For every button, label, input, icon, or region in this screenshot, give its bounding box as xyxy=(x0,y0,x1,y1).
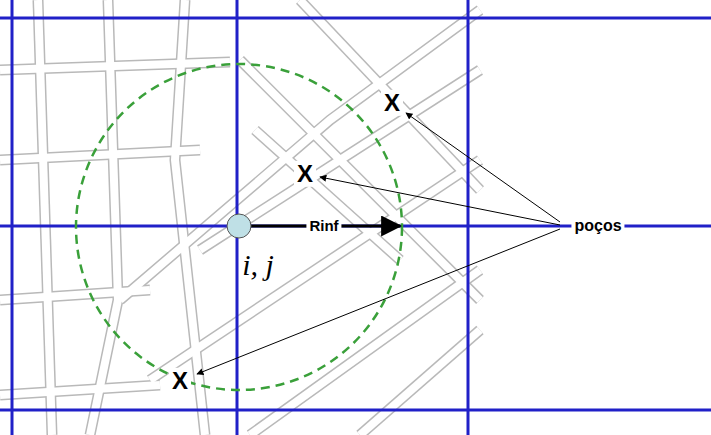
influence-circle xyxy=(76,64,402,390)
well-mark: X xyxy=(381,90,403,116)
cell-index: i, j xyxy=(239,248,277,281)
well-mark: X xyxy=(169,368,191,394)
well-mark: X xyxy=(294,161,316,187)
street-map xyxy=(0,0,480,435)
wells-label: poços xyxy=(571,217,624,235)
radius-label: Rinf xyxy=(306,218,341,235)
leader-lines xyxy=(197,113,560,374)
cell-center xyxy=(227,214,251,238)
